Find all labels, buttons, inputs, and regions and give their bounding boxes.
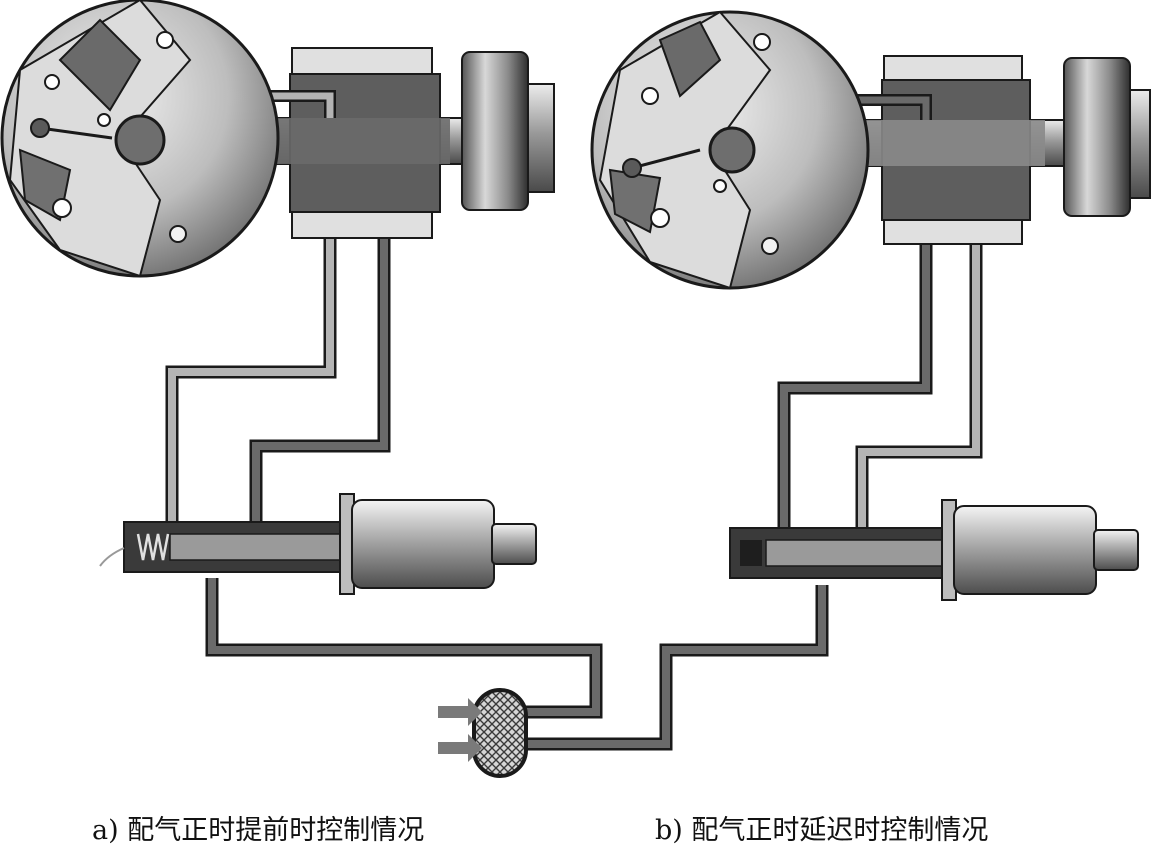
bearing-cap-bottom-b — [883, 217, 1023, 245]
oil-filter — [438, 688, 528, 778]
connector-a — [491, 523, 537, 565]
pulley-b — [1063, 57, 1131, 217]
pulley-a — [461, 51, 529, 211]
panel-a — [0, 0, 603, 719]
oil-line-advance-b — [777, 222, 933, 530]
caption-a: a) 配气正时提前时控制情况 — [92, 815, 425, 846]
solenoid-coil-a — [351, 499, 495, 589]
oil-line-retard-b — [855, 222, 983, 530]
oil-supply-line-b — [522, 585, 829, 751]
oil-lines-b — [522, 222, 983, 751]
camshaft-b — [720, 55, 1151, 245]
rotor-vane-a — [58, 18, 142, 112]
rotor-vane-b — [658, 20, 722, 98]
oil-control-valve-a — [99, 493, 537, 595]
panel-b — [522, 10, 1151, 751]
vvt-actuator-b — [590, 10, 870, 290]
oil-supply-line-a — [205, 578, 603, 719]
rotor-hub-b — [708, 126, 756, 174]
oil-control-valve-b — [729, 499, 1139, 601]
valve-spring-a — [136, 533, 170, 561]
camshaft-a — [149, 47, 555, 239]
inlet-arrow-top — [438, 698, 482, 726]
caption-b: b) 配气正时延迟时控制情况 — [655, 815, 989, 846]
rotor-hub-a — [114, 114, 166, 166]
oil-lines-a — [165, 200, 603, 719]
vvt-actuator-a — [0, 0, 280, 278]
connector-b — [1093, 529, 1139, 571]
vvt-control-diagram — [0, 0, 1151, 778]
solenoid-coil-b — [953, 505, 1097, 595]
inlet-arrow-bottom — [438, 734, 482, 762]
oil-line-retard-a — [249, 200, 391, 525]
